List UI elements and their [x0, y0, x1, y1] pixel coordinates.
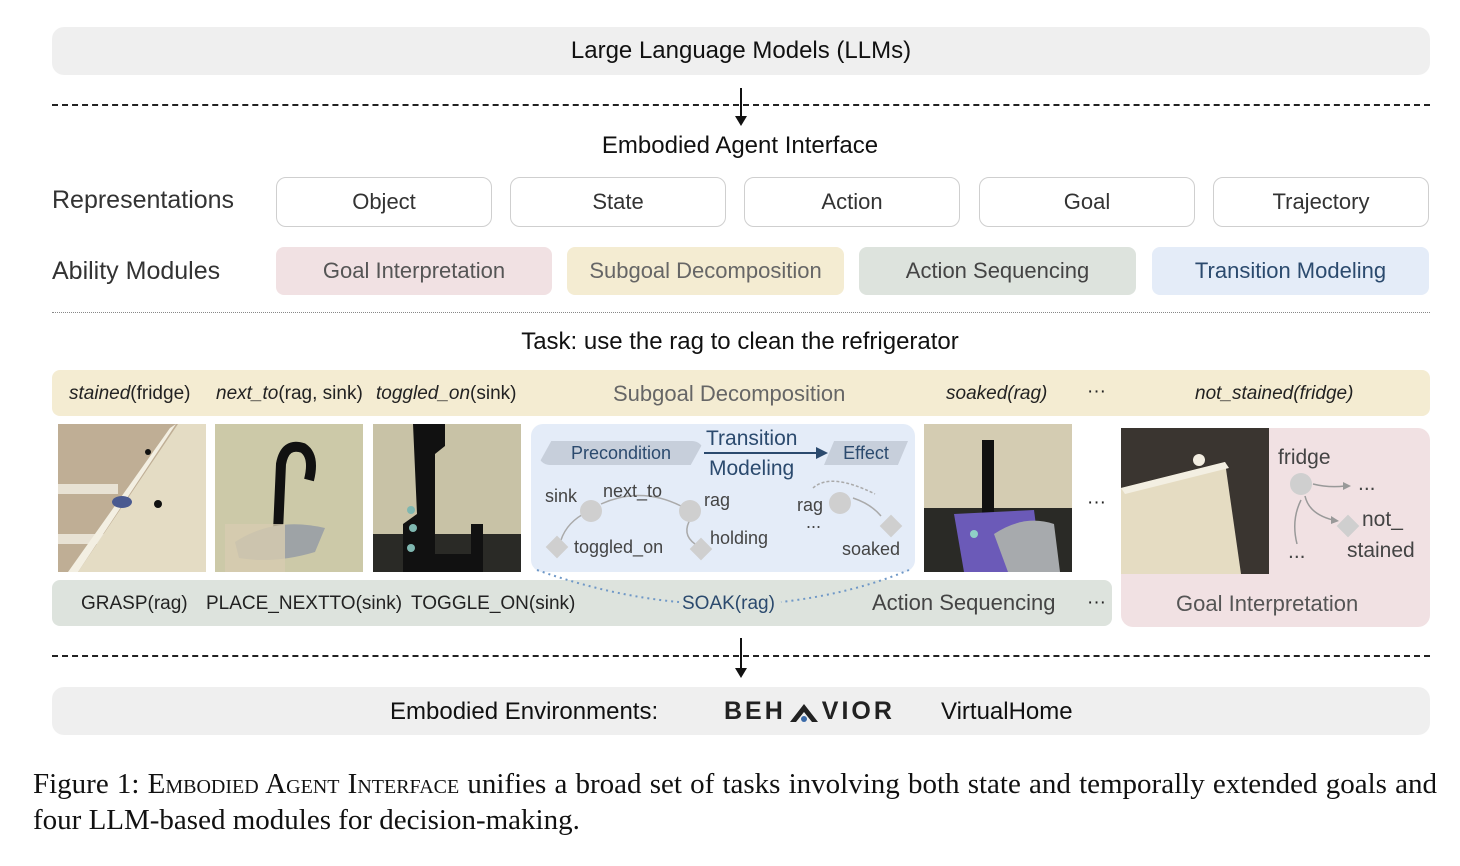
rep-trajectory: Trajectory: [1213, 177, 1429, 227]
transition-arrow-icon: [704, 447, 828, 459]
tm-sink: sink: [545, 486, 578, 506]
tm-next-to: next_to: [603, 481, 663, 501]
module-subgoal-decomposition: Subgoal Decomposition: [567, 247, 844, 295]
environments-label: Embodied Environments:: [390, 698, 659, 725]
figure-caption: Figure 1: Embodied Agent Interface unifi…: [33, 768, 1437, 836]
precondition-pill: Precondition: [538, 441, 704, 465]
tm-toggled-on: toggled_on: [574, 537, 664, 557]
module-action-sequencing: Action Sequencing: [859, 247, 1136, 295]
scene-image-fridge: [58, 424, 206, 572]
modules-label: Ability Modules: [52, 257, 221, 285]
subgoal-ellipsis: ···: [1087, 381, 1106, 402]
action-ellipsis: ···: [1087, 592, 1106, 613]
rep-goal: Goal: [979, 177, 1195, 227]
llm-bar: Large Language Models (LLMs): [52, 27, 1430, 75]
representations-label: Representations: [52, 186, 235, 214]
scene-image-sink: [215, 424, 363, 572]
goal-dots-2: ...: [1288, 540, 1306, 563]
action-place-nextto: PLACE_NEXTTO(sink): [206, 593, 403, 614]
action-grasp: GRASP(rag): [81, 593, 188, 614]
middle-ellipsis: ···: [1087, 492, 1106, 513]
rep-object: Object: [276, 177, 492, 227]
llm-label: Large Language Models (LLMs): [570, 37, 912, 64]
rep-state: State: [510, 177, 726, 227]
transition-title-2: Modeling: [709, 457, 795, 480]
sink-node-icon: [580, 500, 602, 522]
subgoal-next-to: next_to(rag, sink): [216, 383, 363, 404]
down-arrow-icon-2: [735, 638, 747, 678]
goal-interpretation-label: Goal Interpretation: [1176, 591, 1359, 616]
action-soak: SOAK(rag): [682, 593, 775, 614]
goal-graph-edges: [1294, 482, 1351, 545]
tm-soaked: soaked: [842, 539, 901, 559]
module-transition-modeling: Transition Modeling: [1152, 247, 1429, 295]
tm-holding: holding: [710, 528, 769, 548]
subgoal-toggled-on: toggled_on(sink): [376, 383, 517, 404]
transition-title-1: Transition: [706, 427, 798, 450]
action-toggle-on: TOGGLE_ON(sink): [411, 593, 576, 614]
action-sequencing-label: Action Sequencing: [872, 590, 1056, 615]
scene-image-clean-fridge: [1121, 428, 1269, 574]
tm-rag: rag: [704, 490, 731, 510]
task-title: Task: use the rag to clean the refrigera…: [521, 328, 959, 355]
subgoal-stained: stained(fridge): [69, 383, 191, 404]
environments-bar: [52, 687, 1430, 735]
subgoal-bar: [52, 370, 1430, 416]
goal-dots-1: ...: [1358, 472, 1376, 495]
scene-image-soaked-rag: [924, 424, 1072, 572]
dotted-divider: [52, 312, 1430, 313]
virtualhome-label: VirtualHome: [941, 698, 1073, 725]
rep-action: Action: [744, 177, 960, 227]
interface-title: Embodied Agent Interface: [601, 132, 879, 159]
scene-image-faucet: [373, 424, 521, 572]
fridge-node-icon: [1290, 473, 1312, 495]
effect-pill: Effect: [824, 441, 908, 465]
module-goal-interpretation: Goal Interpretation: [276, 247, 552, 295]
subgoal-center-label: Subgoal Decomposition: [613, 381, 846, 406]
behavior-logo: BEH VIOR: [724, 697, 895, 725]
down-arrow-icon: [735, 88, 747, 126]
behavior-house-icon: [789, 703, 818, 722]
tm-rag-effect: rag: [797, 495, 824, 515]
action-bar: [52, 580, 1112, 626]
rag-node-icon: [679, 500, 701, 522]
goal-stained: stained: [1347, 539, 1415, 562]
goal-not: not_: [1362, 508, 1403, 531]
tm-dots: ...: [806, 512, 822, 532]
subgoal-soaked: soaked(rag): [946, 383, 1048, 404]
subgoal-not-stained: not_stained(fridge): [1195, 383, 1354, 404]
goal-fridge: fridge: [1278, 446, 1331, 469]
rag-effect-node-icon: [829, 492, 851, 514]
